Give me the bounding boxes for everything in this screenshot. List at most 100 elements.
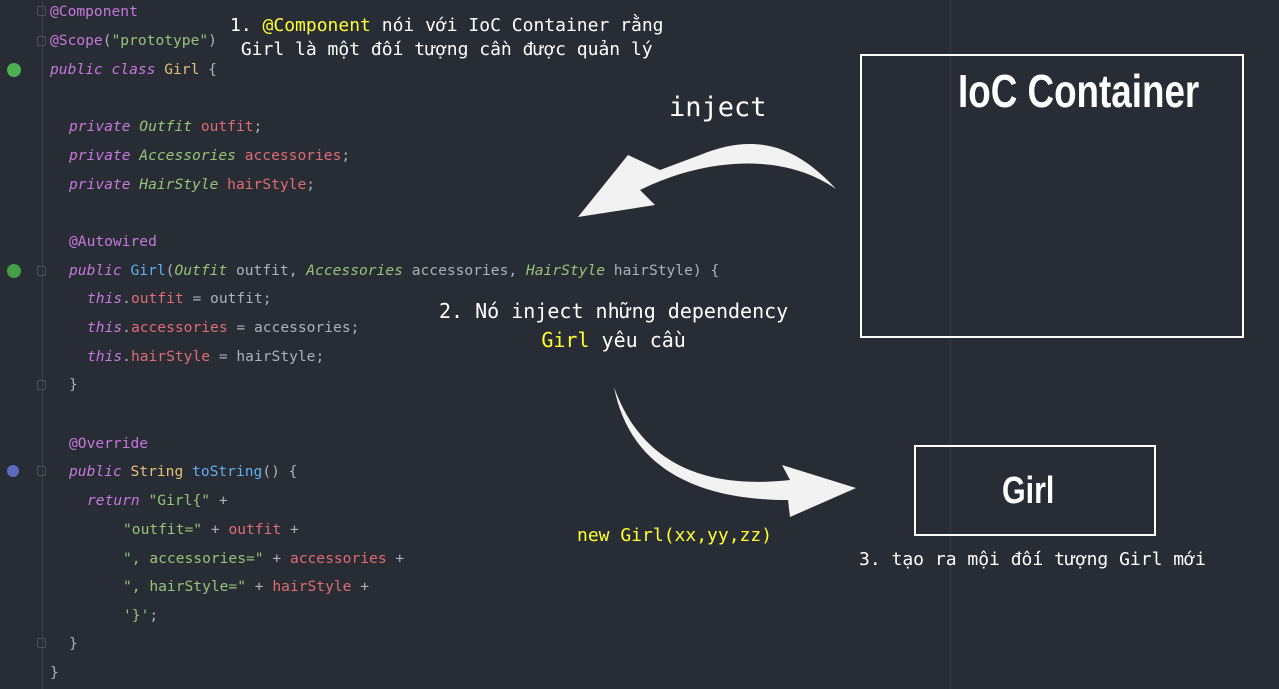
- fold-icon[interactable]: [37, 6, 46, 16]
- create-arrow: [614, 387, 856, 517]
- fold-icon[interactable]: [37, 380, 46, 390]
- code-token: accessories: [130, 319, 228, 336]
- code-token: Outfit: [174, 262, 228, 279]
- code-token: Girl: [130, 262, 166, 279]
- code-token: }: [69, 376, 78, 393]
- code-token: = outfit;: [183, 290, 272, 307]
- annotation-3: 3. tạo ra mội đối tượng Girl mới: [859, 549, 1206, 570]
- code-line: this.accessories = accessories;: [87, 319, 359, 337]
- code-token: this: [87, 348, 123, 365]
- code-token: +: [202, 521, 229, 538]
- fold-icon[interactable]: [37, 638, 46, 648]
- code-line: this.outfit = outfit;: [87, 290, 272, 308]
- code-token: "prototype": [111, 32, 209, 49]
- code-token: @Override: [69, 435, 149, 452]
- code-token: {: [199, 61, 217, 78]
- code-token: +: [351, 578, 370, 595]
- autowired-gutter-icon[interactable]: [7, 264, 21, 278]
- code-token: @Scope: [50, 32, 103, 49]
- code-token: ;: [306, 176, 316, 193]
- girl-box: [914, 445, 1156, 536]
- code-token: ", hairStyle=": [123, 578, 247, 595]
- inject-label: inject: [669, 92, 767, 123]
- code-line: @Override: [69, 435, 148, 453]
- girl-box-title: Girl: [1002, 470, 1055, 512]
- note-highlight: @Component: [262, 15, 371, 36]
- code-token: ): [208, 32, 217, 49]
- right-margin-guide: [950, 0, 951, 689]
- code-token: hairStyle) {: [605, 262, 720, 279]
- gutter-divider: [42, 0, 43, 689]
- code-token: +: [263, 550, 290, 567]
- code-token: Outfit: [139, 118, 201, 135]
- fold-icon[interactable]: [37, 36, 46, 46]
- code-token: public class: [50, 61, 165, 78]
- code-token: HairStyle: [139, 176, 228, 193]
- code-token: HairStyle: [525, 262, 606, 279]
- code-token: this: [87, 290, 123, 307]
- code-token: ", accessories=": [123, 550, 264, 567]
- override-gutter-icon[interactable]: [7, 465, 19, 477]
- code-line: ", accessories=" + accessories +: [123, 550, 404, 568]
- code-line: this.hairStyle = hairStyle;: [87, 348, 324, 366]
- code-token: .: [122, 290, 131, 307]
- code-line: public String toString() {: [69, 463, 297, 481]
- code-token: private: [69, 176, 140, 193]
- code-token: "outfit=": [123, 521, 203, 538]
- code-line: private Outfit outfit;: [69, 118, 262, 136]
- code-token: hairStyle: [272, 578, 352, 595]
- code-line: private Accessories accessories;: [69, 147, 350, 165]
- code-token: public: [69, 262, 131, 279]
- code-line: return "Girl{" +: [87, 492, 228, 510]
- code-token: ;: [253, 118, 263, 135]
- annotation-2: 2. Nó inject những dependency Girl yêu c…: [439, 297, 788, 355]
- code-token: (: [102, 32, 112, 49]
- code-token: outfit: [228, 521, 282, 538]
- code-line: "outfit=" + outfit +: [123, 521, 299, 539]
- code-line: @Component: [50, 3, 138, 21]
- code-token: = hairStyle;: [210, 348, 325, 365]
- code-line: }: [69, 635, 78, 653]
- code-token: ;: [341, 147, 351, 164]
- code-token: @Component: [50, 3, 138, 20]
- code-line: private HairStyle hairStyle;: [69, 176, 315, 194]
- code-token: accessories: [244, 147, 342, 164]
- code-token: private: [69, 147, 140, 164]
- fold-icon[interactable]: [37, 266, 46, 276]
- code-token: Accessories: [306, 262, 403, 279]
- code-token: +: [210, 492, 228, 509]
- code-token: (: [165, 262, 175, 279]
- code-token: +: [386, 550, 405, 567]
- note-text: 1.: [230, 15, 263, 36]
- note-text: Girl là một đối tượng cần được quản lý: [230, 39, 653, 60]
- code-line: }: [50, 664, 59, 682]
- code-token: outfit: [130, 290, 184, 307]
- code-token: ;: [149, 607, 159, 624]
- code-token: return: [87, 492, 149, 509]
- code-token: @Autowired: [69, 233, 157, 250]
- code-line: public Girl(Outfit outfit, Accessories a…: [69, 262, 719, 280]
- code-token: private: [69, 118, 140, 135]
- bean-class-gutter-icon[interactable]: [7, 63, 21, 77]
- code-token: +: [246, 578, 273, 595]
- code-token: Accessories: [139, 147, 245, 164]
- ioc-container-title: IoC Container: [958, 65, 1200, 117]
- code-line: '}';: [123, 607, 158, 625]
- code-token: hairStyle: [130, 348, 211, 365]
- note-text: 2. Nó inject những dependency: [439, 299, 789, 323]
- code-token: () {: [262, 463, 298, 480]
- new-girl-label: new Girl(xx,yy,zz): [577, 525, 773, 546]
- inject-arrow: [578, 143, 836, 217]
- note-text: yêu cầu: [589, 328, 686, 352]
- note-text: nói với IoC Container rằng: [370, 15, 664, 36]
- fold-icon[interactable]: [37, 466, 46, 476]
- code-line: @Scope("prototype"): [50, 32, 217, 50]
- note-highlight: Girl: [541, 328, 590, 352]
- code-line: }: [69, 376, 78, 394]
- code-token: "Girl{": [148, 492, 211, 509]
- code-token: outfit: [200, 118, 254, 135]
- code-token: Girl: [164, 61, 200, 78]
- code-token: public: [69, 463, 131, 480]
- code-token: accessories,: [402, 262, 526, 279]
